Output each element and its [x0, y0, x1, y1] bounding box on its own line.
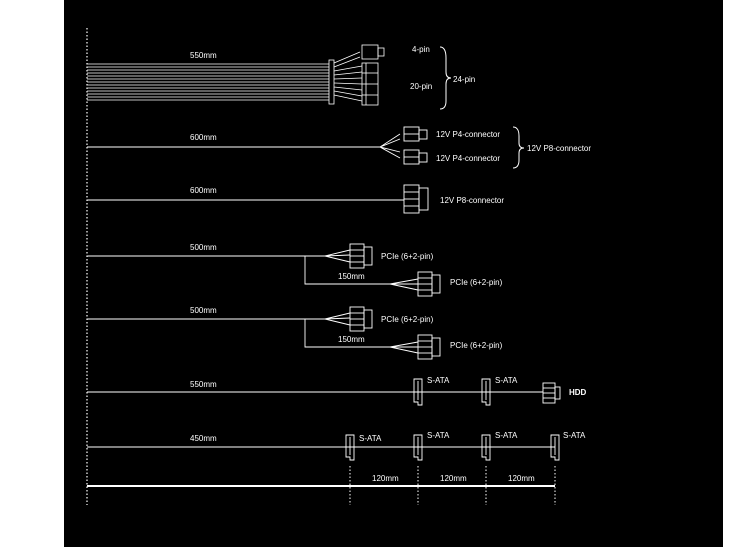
spacing-1-label: 120mm — [372, 474, 399, 483]
p4-connector-bottom-label: 12V P4-connector — [436, 154, 500, 163]
cable-p4-length: 600mm — [190, 133, 217, 142]
twenty-pin-label: 20-pin — [410, 82, 432, 91]
cable-p8: 600mm 12V P8-connector — [87, 184, 504, 214]
brace-p8 — [512, 126, 525, 169]
cable-pcie-a: 500mm PCIe (6+2-pin) 150mm PCIe (6+2-pin… — [87, 243, 503, 297]
sata-4x-2-label: S-ATA — [427, 431, 450, 440]
p8-connector-label: 12V P8-connector — [440, 196, 504, 205]
cable-pcie-a-wire — [87, 243, 441, 297]
spacing-3-label: 120mm — [508, 474, 535, 483]
right-white-bar — [723, 0, 729, 547]
spacing-2-label: 120mm — [440, 474, 467, 483]
left-white-bar — [0, 0, 6, 547]
cable-pcie-b-wire — [87, 306, 441, 360]
spacing-ruler: 120mm 120mm 120mm — [87, 466, 556, 505]
cable-24pin-bundle — [87, 44, 385, 106]
cable-24pin: 550mm 4-pin 20-pin 24-pin — [87, 44, 475, 110]
cable-pcie-a-length: 500mm — [190, 243, 217, 252]
four-pin-label: 4-pin — [412, 45, 430, 54]
pcie-a-branch-label: 150mm — [338, 272, 365, 281]
cable-sata-hdd-length: 550mm — [190, 380, 217, 389]
p4-connector-top-label: 12V P4-connector — [436, 130, 500, 139]
cable-sata-hdd-wire — [87, 378, 561, 406]
sata-4x-3-label: S-ATA — [495, 431, 518, 440]
pcie-a-1-label: PCIe (6+2-pin) — [381, 252, 434, 261]
cable-sata-hdd: 550mm S-ATA S-ATA HDD — [87, 376, 587, 406]
pcie-b-2-label: PCIe (6+2-pin) — [450, 341, 503, 350]
sata-4x-4-label: S-ATA — [563, 431, 586, 440]
twenty-four-pin-label: 24-pin — [453, 75, 475, 84]
cable-p8-wire — [87, 184, 429, 214]
cable-p8-length: 600mm — [190, 186, 217, 195]
cable-pcie-b: 500mm PCIe (6+2-pin) 150mm PCIe (6+2-pin… — [87, 306, 503, 360]
pcie-a-2-label: PCIe (6+2-pin) — [450, 278, 503, 287]
sata-hdd-1-label: S-ATA — [427, 376, 450, 385]
cable-sata-4x: 450mm S-ATA S-ATA S-ATA S-ATA — [87, 431, 586, 461]
cable-sata-4x-wire — [87, 434, 560, 461]
pcie-b-branch-label: 150mm — [338, 335, 365, 344]
cable-p4-split: 600mm 12V P4-connector 12V P4-connector … — [87, 126, 591, 169]
pcie-b-1-label: PCIe (6+2-pin) — [381, 315, 434, 324]
cable-24pin-length: 550mm — [190, 51, 217, 60]
hdd-label: HDD — [569, 388, 587, 397]
cable-sata-4x-length: 450mm — [190, 434, 217, 443]
p8-connector-combined-label: 12V P8-connector — [527, 144, 591, 153]
sata-hdd-2-label: S-ATA — [495, 376, 518, 385]
cable-p4-split-wire — [87, 126, 428, 165]
brace-24pin — [439, 46, 452, 110]
cable-pcie-b-length: 500mm — [190, 306, 217, 315]
sata-4x-1-label: S-ATA — [359, 434, 382, 443]
ruler-ticks — [349, 466, 556, 505]
